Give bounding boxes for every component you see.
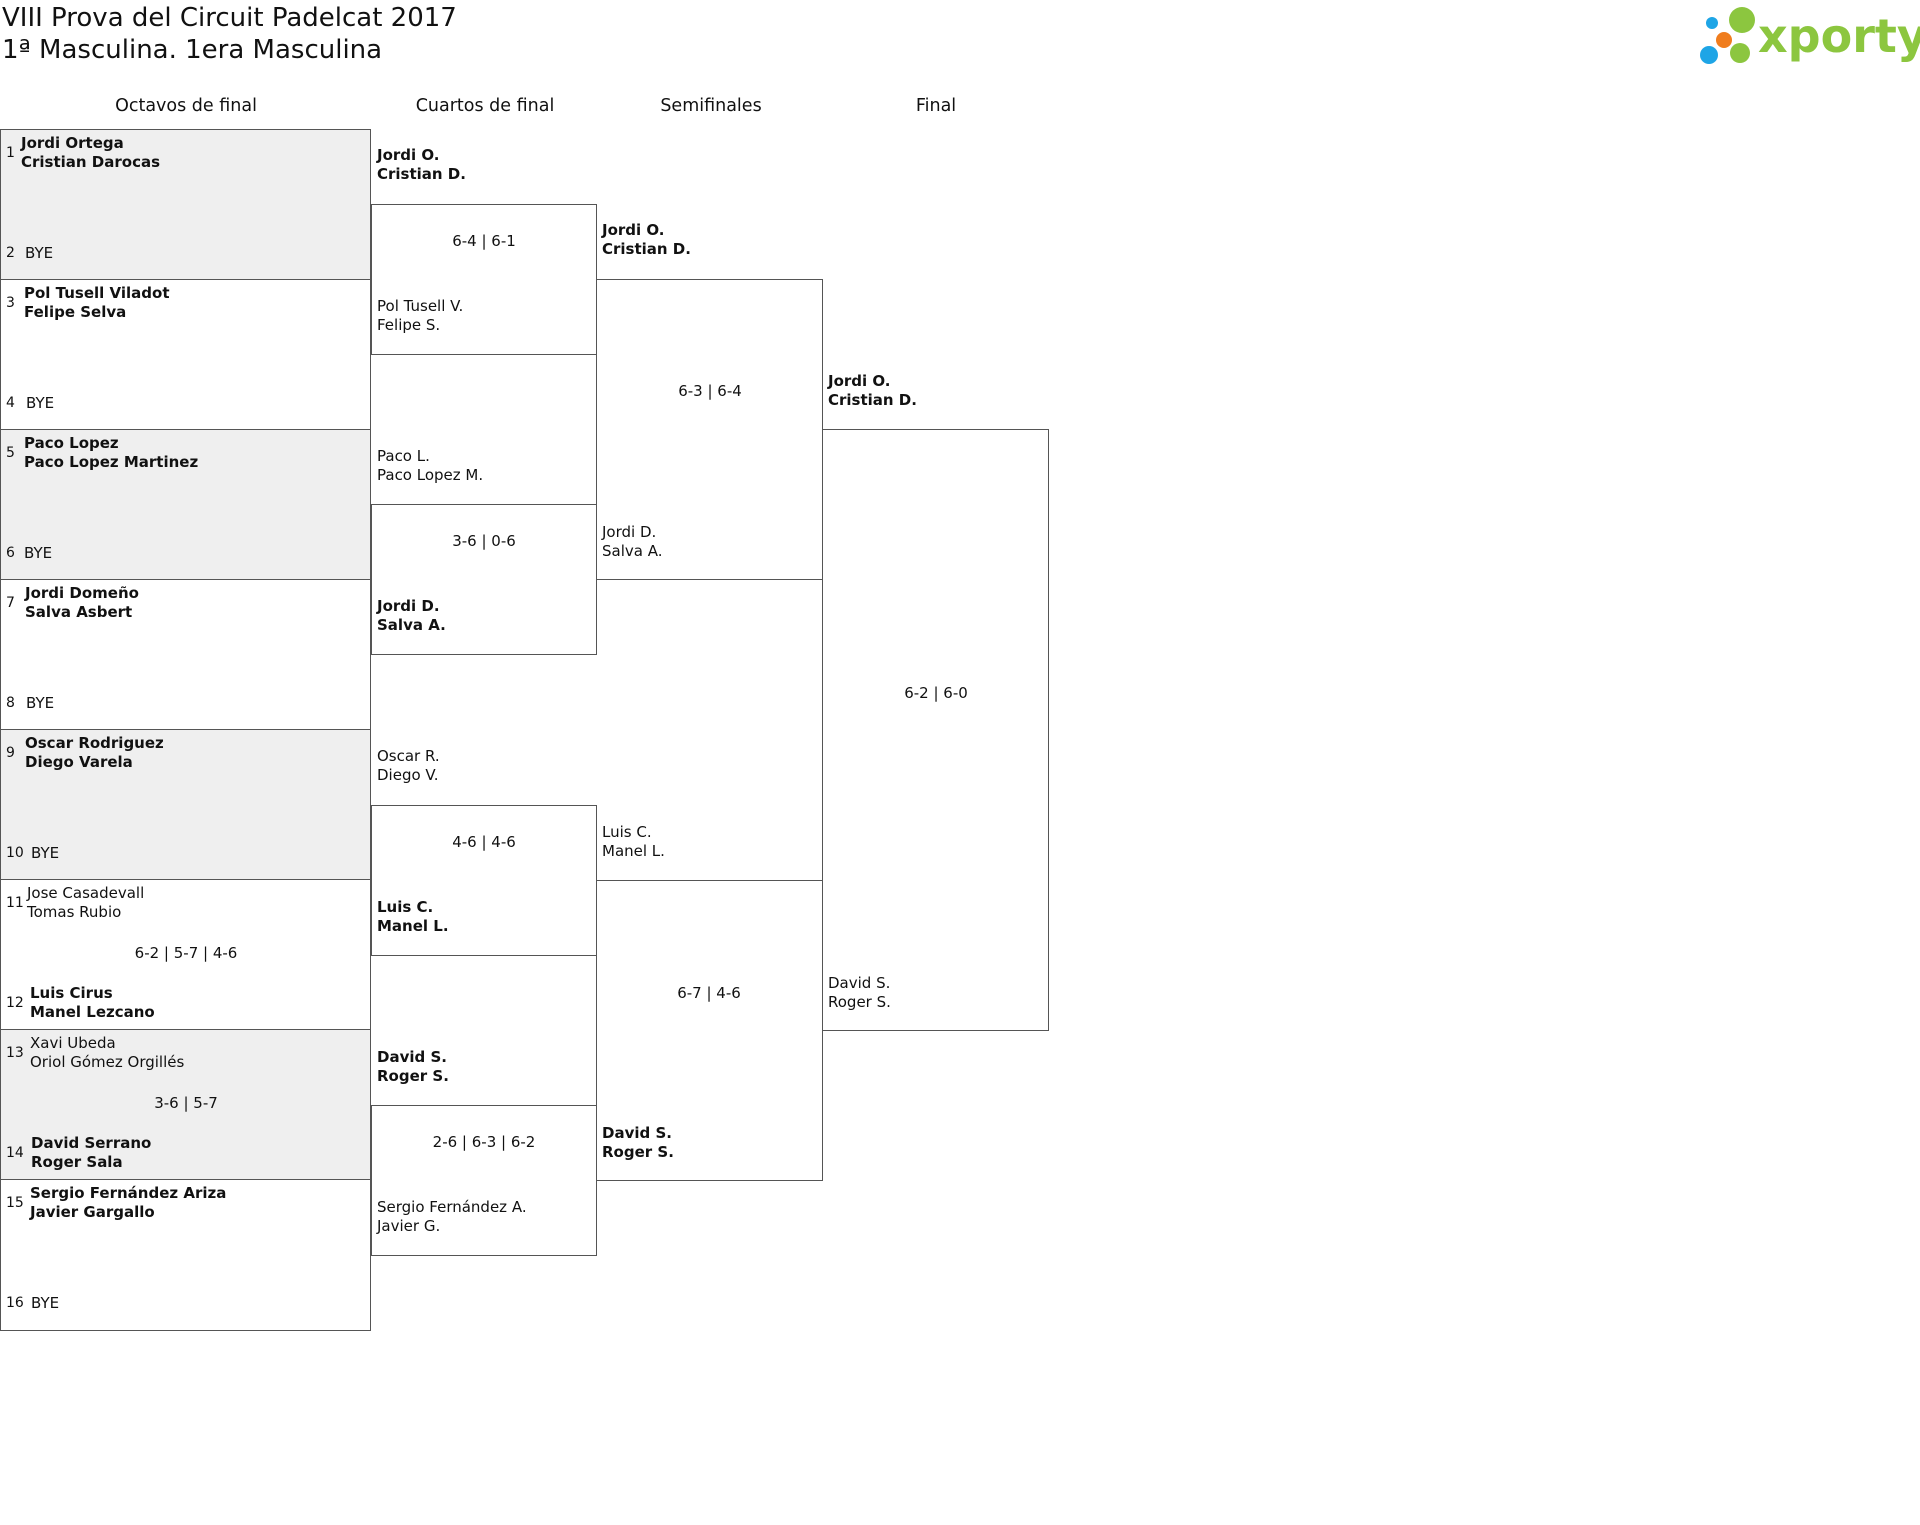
r16-team-14-player-2: Roger Sala	[31, 1153, 123, 1171]
qf-team-7-player-1: David S.	[377, 1048, 447, 1066]
r16-team-16-bye: BYE	[31, 1294, 60, 1312]
sf-team-2-player-2: Salva A.	[602, 542, 663, 560]
qf-team-8-player-1: Sergio Fernández A.	[377, 1198, 527, 1216]
seed-number: 6	[6, 545, 15, 561]
r16-team-13-player-1: Xavi Ubeda	[30, 1034, 116, 1052]
round-label-cuartos: Cuartos de final	[415, 96, 555, 116]
r16-team-11-player-2: Tomas Rubio	[27, 903, 122, 921]
r16-team-9-player-1: Oscar Rodriguez	[25, 734, 164, 752]
seed-number: 15	[6, 1195, 24, 1211]
qf-team-3-player-2: Paco Lopez M.	[377, 466, 484, 484]
final-team-2-player-1: David S.	[828, 974, 891, 992]
r16-team-2-bye: BYE	[25, 244, 54, 262]
seed-number: 11	[6, 895, 24, 911]
r16-team-9-player-2: Diego Varela	[25, 753, 133, 771]
r16-team-8-bye: BYE	[26, 694, 55, 712]
seed-number: 3	[6, 295, 15, 311]
r16-match-3	[0, 429, 371, 580]
r16-match-6-score: 6-2 | 5-7 | 4-6	[134, 944, 238, 962]
seed-number: 10	[6, 845, 24, 861]
seed-number: 13	[6, 1045, 24, 1061]
logo-text: xporty	[1758, 9, 1920, 63]
r16-team-14-player-1: David Serrano	[31, 1134, 152, 1152]
logo-dot-orange	[1716, 32, 1732, 48]
qf-team-3-player-1: Paco L.	[377, 447, 430, 465]
sf-team-3-player-1: Luis C.	[602, 823, 652, 841]
r16-team-5-player-2: Paco Lopez Martinez	[24, 453, 199, 471]
logo-dot-blue	[1700, 46, 1718, 64]
sf-team-2-player-1: Jordi D.	[602, 523, 657, 541]
seed-number: 9	[6, 745, 15, 761]
r16-team-5-player-1: Paco Lopez	[24, 434, 119, 452]
r16-team-7-player-2: Salva Asbert	[25, 603, 133, 621]
r16-team-3-player-1: Pol Tusell Viladot	[24, 284, 170, 302]
r16-team-11-player-1: Jose Casadevall	[27, 884, 145, 902]
qf-team-5-player-2: Diego V.	[377, 766, 439, 784]
sf-team-4-player-1: David S.	[602, 1124, 672, 1142]
r16-team-1-player-2: Cristian Darocas	[21, 153, 161, 171]
qf-team-1-player-1: Jordi O.	[377, 146, 440, 164]
qf-team-8-player-2: Javier G.	[377, 1217, 441, 1235]
round-label-semifinales: Semifinales	[660, 96, 762, 116]
qf-team-2-player-2: Felipe S.	[377, 316, 441, 334]
qf-match-2-score: 3-6 | 0-6	[452, 532, 516, 550]
r16-match-7-score: 3-6 | 5-7	[154, 1094, 218, 1112]
final-match	[822, 429, 1049, 1031]
seed-number: 8	[6, 695, 15, 711]
seed-number: 7	[6, 595, 15, 611]
sf-team-1-player-2: Cristian D.	[602, 240, 691, 258]
r16-team-15-player-1: Sergio Fernández Ariza	[30, 1184, 227, 1202]
qf-team-1-player-2: Cristian D.	[377, 165, 466, 183]
seed-number: 14	[6, 1145, 24, 1161]
sf-team-1-player-1: Jordi O.	[602, 221, 665, 239]
r16-team-3-player-2: Felipe Selva	[24, 303, 127, 321]
round-label-octavos: Octavos de final	[115, 96, 257, 116]
sf-match-2-score: 6-7 | 4-6	[677, 984, 741, 1002]
sf-team-4-player-2: Roger S.	[602, 1143, 674, 1161]
final-team-1-player-2: Cristian D.	[828, 391, 917, 409]
xporty-logo: xporty	[1700, 7, 1920, 64]
qf-match-4-score: 2-6 | 6-3 | 6-2	[432, 1133, 536, 1151]
qf-team-6-player-2: Manel L.	[377, 917, 449, 935]
final-score: 6-2 | 6-0	[904, 684, 968, 702]
qf-team-6-player-1: Luis C.	[377, 898, 434, 916]
qf-team-4-player-1: Jordi D.	[377, 597, 440, 615]
qf-match-3-score: 4-6 | 4-6	[452, 833, 516, 851]
seed-number: 5	[6, 445, 15, 461]
final-team-2-player-2: Roger S.	[828, 993, 891, 1011]
seed-number: 12	[6, 995, 24, 1011]
r16-team-7-player-1: Jordi Domeño	[25, 584, 139, 602]
r16-match-8	[0, 1179, 371, 1331]
r16-team-1-player-1: Jordi Ortega	[21, 134, 124, 152]
tournament-title: VIII Prova del Circuit Padelcat 2017	[2, 3, 457, 33]
logo-dot-blue-small	[1706, 17, 1718, 29]
qf-team-5-player-1: Oscar R.	[377, 747, 440, 765]
round-label-final: Final	[915, 96, 957, 116]
qf-match-1-score: 6-4 | 6-1	[452, 232, 516, 250]
seed-number: 2	[6, 245, 15, 261]
r16-team-10-bye: BYE	[31, 844, 60, 862]
r16-team-6-bye: BYE	[24, 544, 53, 562]
logo-dot-green-small	[1730, 43, 1750, 63]
r16-match-1	[0, 129, 371, 280]
category-subtitle: 1ª Masculina. 1era Masculina	[2, 35, 383, 65]
seed-number: 1	[6, 145, 15, 161]
r16-team-4-bye: BYE	[26, 394, 55, 412]
r16-team-12-player-1: Luis Cirus	[30, 984, 113, 1002]
r16-team-12-player-2: Manel Lezcano	[30, 1003, 155, 1021]
seed-number: 16	[6, 1295, 24, 1311]
qf-team-7-player-2: Roger S.	[377, 1067, 449, 1085]
qf-team-2-player-1: Pol Tusell V.	[377, 297, 464, 315]
r16-team-13-player-2: Oriol Gómez Orgillés	[30, 1053, 185, 1071]
r16-team-15-player-2: Javier Gargallo	[30, 1203, 155, 1221]
r16-match-5	[0, 729, 371, 880]
logo-dot-green	[1729, 7, 1755, 33]
sf-match-1-score: 6-3 | 6-4	[678, 382, 742, 400]
qf-team-4-player-2: Salva A.	[377, 616, 446, 634]
seed-number: 4	[6, 395, 15, 411]
sf-team-3-player-2: Manel L.	[602, 842, 665, 860]
r16-match-7	[0, 1029, 371, 1180]
final-team-1-player-1: Jordi O.	[828, 372, 891, 390]
